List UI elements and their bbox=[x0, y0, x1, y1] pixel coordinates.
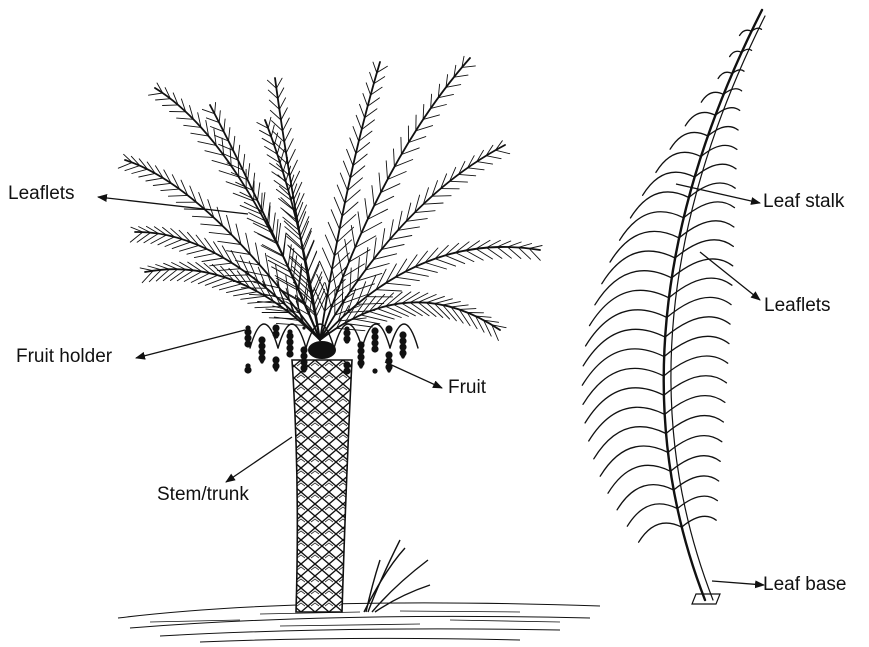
label-stem-trunk: Stem/trunk bbox=[157, 485, 249, 504]
offshoot-plant bbox=[364, 540, 430, 612]
arrow-fruit-holder bbox=[136, 330, 245, 358]
palm-leaf bbox=[582, 10, 765, 604]
label-leaf-stalk: Leaf stalk bbox=[763, 192, 844, 211]
date-palm-tree bbox=[118, 56, 542, 612]
arrow-fruit bbox=[385, 362, 442, 388]
arrow-leaflets-right bbox=[700, 252, 760, 300]
label-fruit-holder: Fruit holder bbox=[16, 347, 112, 366]
arrow-stem-trunk bbox=[226, 437, 292, 482]
label-leaflets-right: Leaflets bbox=[764, 296, 831, 315]
arrow-leaflets-left bbox=[98, 197, 248, 214]
ground bbox=[118, 603, 600, 642]
arrow-leaf-base bbox=[712, 581, 764, 585]
label-leaflets-left: Leaflets bbox=[8, 184, 75, 203]
label-leaf-base: Leaf base bbox=[763, 575, 846, 594]
label-fruit: Fruit bbox=[448, 378, 486, 397]
